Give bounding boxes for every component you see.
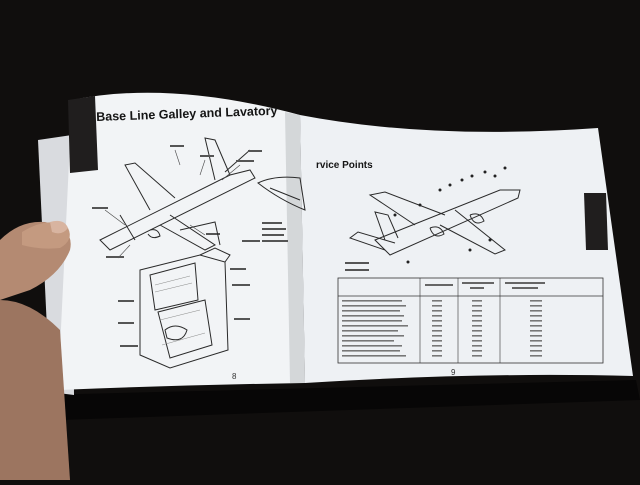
- right-tab: [584, 193, 608, 250]
- callout-lines-left: [104, 149, 241, 259]
- nose-labels: [262, 222, 288, 242]
- book-shadow: [40, 380, 640, 420]
- hand-lower: [0, 300, 70, 480]
- airplane-diagram-right: [348, 189, 521, 256]
- left-tab: [68, 96, 98, 173]
- page-number-right: 9: [451, 368, 456, 377]
- nose-diagram: [257, 176, 306, 211]
- label-marks-galley: [118, 240, 260, 347]
- thumbnail: [50, 220, 68, 234]
- legend-marks: [345, 262, 369, 271]
- left-page: [58, 92, 305, 391]
- hand-holding-book: [0, 220, 71, 480]
- right-page: [300, 115, 633, 383]
- label-marks-left: [92, 145, 262, 258]
- galley-hatching: [154, 275, 206, 346]
- service-points-table: [337, 277, 604, 364]
- page-number-left: 8: [232, 372, 237, 381]
- galley-lavatory-cutaway: [139, 221, 231, 369]
- service-point-markers: [393, 166, 507, 264]
- section-title: rvice Points: [316, 160, 373, 171]
